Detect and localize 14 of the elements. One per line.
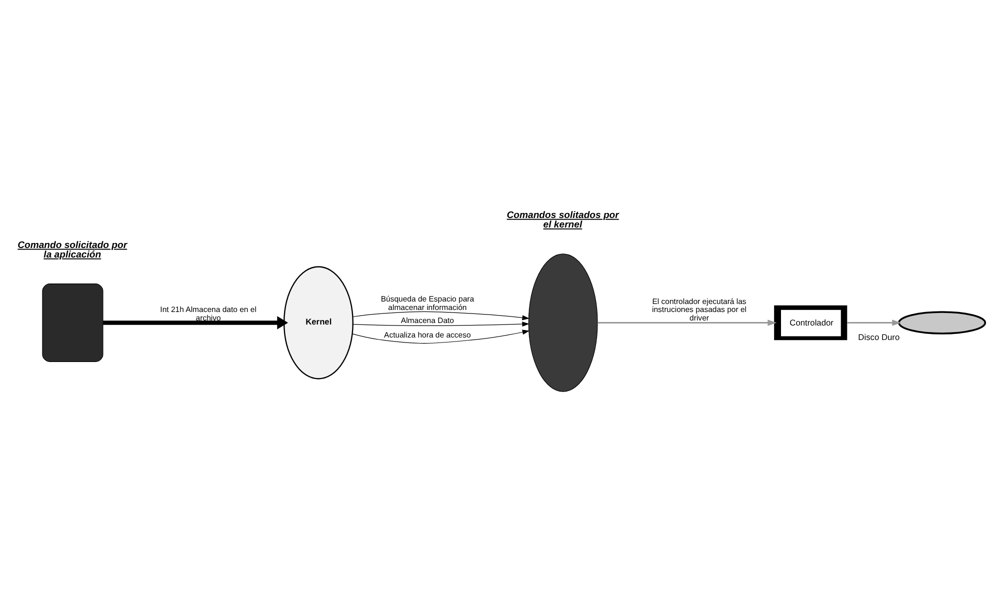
- arrow: [598, 319, 777, 326]
- node-label: Disco Duro: [858, 332, 900, 342]
- label: Comando solicitado por la aplicación: [18, 239, 128, 260]
- arrow: [103, 316, 288, 329]
- arrow: [352, 321, 530, 326]
- node-box: Controlador: [774, 304, 848, 340]
- arrow: [352, 310, 530, 320]
- node-box: [42, 283, 104, 362]
- arrow: [352, 329, 530, 344]
- label: Comandos solitados por el kernel: [506, 209, 619, 230]
- node-ellipse: Kernel: [283, 266, 354, 379]
- arrow: [847, 319, 902, 326]
- node-ellipse: [528, 253, 598, 392]
- node-ellipse: [898, 310, 986, 334]
